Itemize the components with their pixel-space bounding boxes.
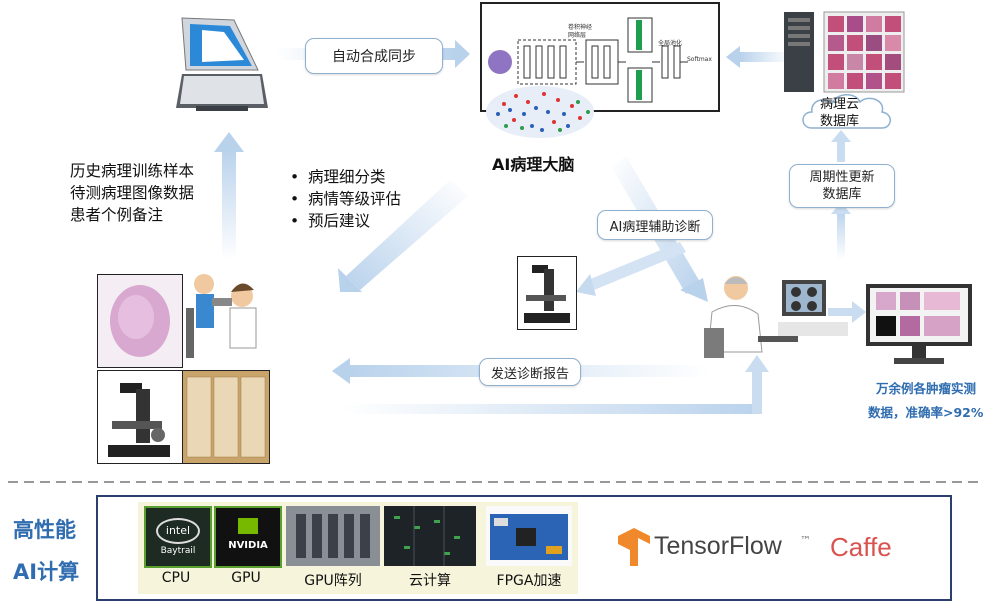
update-label: 周期性更新 数据库 [789, 164, 895, 208]
tensorflow-text: TensorFlow [654, 532, 782, 560]
arrow-brain-to-lab [338, 180, 468, 292]
result-line-2: 数据，准确率>92% [868, 405, 984, 420]
cloud-computing-icon [384, 506, 476, 566]
intel-sub-text: Baytrail [160, 546, 196, 556]
microscope-photo [97, 370, 183, 464]
hpc-title-line-2: AI计算 [13, 560, 80, 584]
doctor-workstation-icon [704, 276, 848, 358]
nvidia-logo-text: NVIDIA [228, 540, 268, 551]
gpu-array-icon [286, 506, 380, 566]
brain-label: AI病理大脑 [492, 155, 575, 174]
arrow-return [342, 355, 769, 414]
output-bullets: 病理细分类 病情等级评估 预后建议 [290, 166, 401, 232]
caffe-text: Caffe [830, 532, 892, 562]
bullet-item-3: 预后建议 [290, 210, 401, 232]
arrow-upload-samples [214, 132, 244, 260]
network-text-4: 全局池化 [658, 40, 683, 47]
chip-label-fpga: FPGA加速 [496, 573, 562, 589]
cloud-shape-icon [802, 94, 891, 129]
assist-label: AI病理辅助诊断 [597, 210, 713, 240]
chip-label-gpu-array: GPU阵列 [304, 573, 362, 589]
results-monitor-icon [866, 284, 972, 364]
chip-label-cpu: CPU [161, 570, 191, 586]
result-line-1: 万余例各肿瘤实测 [876, 381, 977, 396]
eye-exam-illustration-icon [186, 274, 257, 358]
cloud-label: 病理云 数据库 [820, 97, 860, 129]
gpu-chip-icon: NVIDIA [214, 506, 282, 568]
slide-archive-photo [182, 370, 270, 464]
chip-label-cloud: 云计算 [409, 573, 451, 589]
arrow-to-results [828, 301, 866, 323]
brain-point-cloud-icon [486, 86, 594, 138]
tensorflow-tm: ™ [800, 534, 811, 547]
left-line-3: 患者个例备注 [70, 206, 164, 224]
arrow-from-cloud [726, 46, 790, 68]
tissue-slide-image [97, 274, 183, 368]
network-text-3: Softmax [687, 56, 712, 63]
chip-label-gpu: GPU [231, 570, 261, 586]
tensorflow-logo-icon [618, 528, 650, 566]
intel-logo-text: intel [156, 518, 200, 544]
left-line-2: 待测病理图像数据 [70, 184, 195, 202]
cpu-chip-icon: intel Baytrail [144, 506, 212, 568]
report-label: 发送诊断报告 [479, 358, 581, 386]
arrow-doctor-to-microscope [576, 242, 686, 296]
bullet-item-1: 病理细分类 [290, 166, 401, 188]
hpc-title-line-1: 高性能 [13, 518, 76, 542]
left-line-1: 历史病理训练样本 [70, 162, 195, 180]
fpga-board-icon [486, 506, 572, 566]
network-text-1: 卷积神经 [568, 24, 593, 31]
hpc-frame [96, 495, 952, 601]
cloud-server-icon [784, 11, 905, 93]
arrow-update-to-cloud [831, 130, 851, 260]
network-text-2: 网络层 [568, 32, 587, 39]
assist-microscope-image [517, 256, 577, 330]
bullet-item-2: 病情等级评估 [290, 188, 401, 210]
scanner-icon [176, 17, 268, 111]
sync-label: 自动合成同步 [305, 38, 443, 74]
